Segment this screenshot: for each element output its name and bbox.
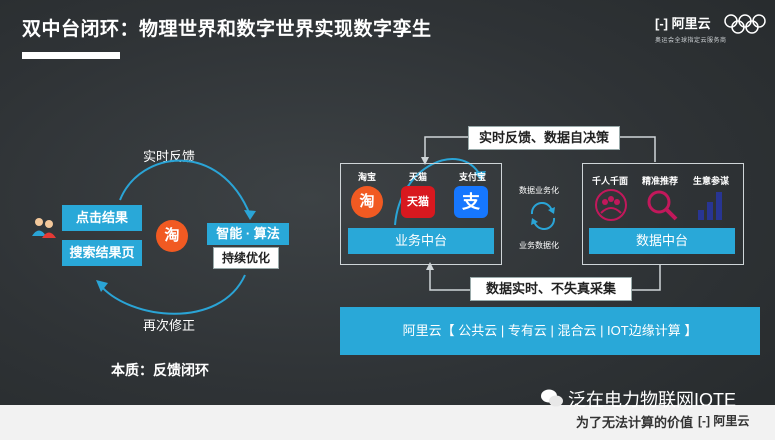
- slide-title: 双中台闭环：物理世界和数字世界实现数字孪生: [22, 19, 432, 40]
- re-correct-label: 再次修正: [143, 318, 196, 333]
- logo-text: 阿里云: [671, 16, 711, 31]
- users-icon: [32, 218, 56, 238]
- realtime-decision-label: 实时反馈、数据自决策: [468, 126, 620, 150]
- tmall-app-icon: 天猫: [401, 186, 435, 218]
- wechat-icon: [541, 389, 563, 407]
- magnifier-icon: [647, 190, 678, 221]
- data-to-business-label: 数据业务化: [519, 186, 559, 195]
- data-center-box: 数据中台: [589, 228, 735, 254]
- search-result-page-box: 搜索结果页: [62, 240, 142, 266]
- logo-subtitle: 奥运会全球指定云服务商: [655, 38, 727, 44]
- bar-chart-icon: [698, 192, 722, 220]
- smart-algorithm-box: 智能 · 算法: [207, 223, 289, 245]
- title-underline: [22, 52, 120, 59]
- realtime-collection-label: 数据实时、不失真采集: [470, 277, 632, 301]
- logo-mark-icon: [-]: [655, 16, 668, 31]
- essence-label: 本质：反馈闭环: [111, 362, 209, 378]
- taobao-icon: 淘: [156, 220, 188, 252]
- data-app-personalization-label: 千人千面: [592, 176, 629, 186]
- business-center-panel: [340, 163, 502, 265]
- app-taobao-label: 淘宝: [358, 172, 377, 182]
- bottom-slogan: 为了无法计算的价值: [576, 415, 694, 430]
- data-center-panel: [582, 163, 744, 265]
- alibaba-cloud-bar: 阿里云【 公共云 | 专有云 | 混合云 | IOT边缘计算 】: [340, 307, 760, 355]
- data-app-advisor-label: 生意参谋: [693, 176, 730, 186]
- business-to-data-label: 业务数据化: [519, 241, 559, 250]
- watermark-text: 泛在电力物联网IOTE: [568, 390, 737, 410]
- olympic-rings-icon: [724, 14, 766, 34]
- people-network-icon: [595, 189, 627, 221]
- app-tmall-label: 天猫: [409, 172, 428, 182]
- bottom-strip: [0, 405, 775, 440]
- click-result-box: 点击结果: [62, 205, 142, 231]
- taobao-app-icon: 淘: [351, 186, 383, 218]
- bottom-logo-mark-icon: [-]: [698, 414, 710, 428]
- alipay-app-icon: 支: [454, 186, 488, 218]
- exchange-cycle-icon: [530, 202, 556, 230]
- bottom-logo: [-] 阿里云: [698, 412, 749, 429]
- data-app-recommend-label: 精准推荐: [642, 176, 679, 186]
- app-alipay-label: 支付宝: [459, 172, 487, 182]
- continuous-optimization-box: 持续优化: [213, 247, 279, 269]
- business-center-box: 业务中台: [348, 228, 494, 254]
- bottom-logo-text: 阿里云: [713, 414, 750, 428]
